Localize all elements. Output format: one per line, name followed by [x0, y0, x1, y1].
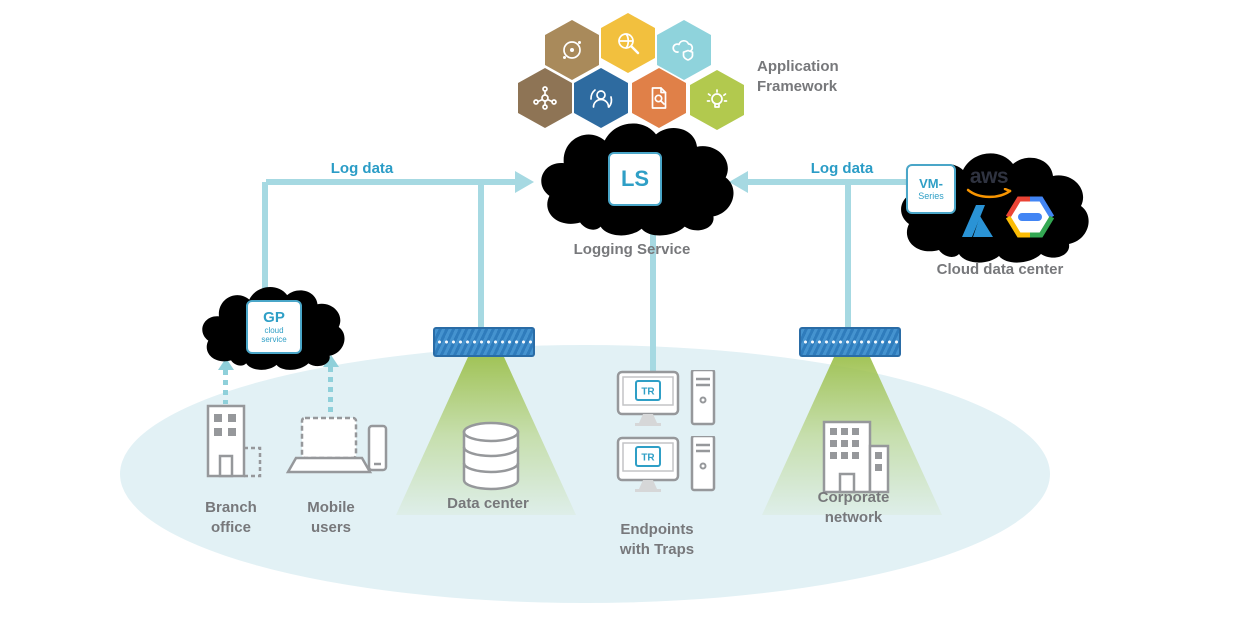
threat-actor-icon	[590, 89, 613, 108]
data-center-label: Data center	[447, 495, 529, 512]
cloud-shield-icon	[672, 39, 694, 61]
hexagon-cloud-security	[657, 20, 711, 80]
endpoint-workstation-2: TR	[616, 436, 716, 492]
google-cloud-logo-icon	[1006, 196, 1054, 238]
corporate-network-label: Corporate network	[817, 489, 890, 526]
gp-badge-sub2: service	[261, 335, 287, 345]
log-data-left-line	[266, 179, 516, 185]
right-firewall-uplink-line	[845, 182, 851, 330]
aws-logo: aws	[963, 166, 1015, 205]
branch-uplink-dashed-line	[223, 370, 228, 404]
azure-logo-icon	[962, 205, 993, 237]
document-search-icon	[651, 87, 667, 109]
hexagon-discovery	[545, 20, 599, 80]
vm-badge-line1: VM-	[919, 175, 943, 191]
logging-service-badge: LS	[608, 152, 662, 206]
left-firewall-appliance	[433, 327, 535, 357]
mobile-users-icon	[286, 416, 388, 474]
hexagon-threat-analysis	[574, 68, 628, 128]
radar-icon	[563, 41, 581, 59]
log-data-left-arrowhead	[515, 171, 534, 193]
branch-office-label: Branch office	[205, 499, 257, 536]
gp-badge-text: GP	[263, 308, 285, 326]
endpoints-label: Endpoints with Traps	[619, 521, 695, 558]
search-globe-icon	[618, 33, 640, 55]
endpoints-uplink-line	[650, 228, 656, 374]
aws-smile-icon	[966, 187, 1012, 199]
traps-badge-2: TR	[641, 453, 655, 464]
logging-service-label: Logging Service	[573, 241, 691, 258]
aws-logo-text: aws	[969, 165, 1009, 188]
mobile-users-label: Mobile users	[307, 499, 355, 536]
endpoint-workstation-1: TR	[616, 370, 716, 426]
hexagon-search	[601, 13, 655, 73]
hexagon-log-analysis	[632, 68, 686, 128]
vm-badge-line2: Series	[918, 190, 944, 201]
corporate-network-icon	[822, 420, 890, 494]
globalprotect-badge: GP cloud service	[246, 300, 302, 354]
left-firewall-uplink-line	[478, 182, 484, 330]
branch-office-icon	[206, 404, 262, 478]
log-data-right-label: Log data	[810, 160, 874, 177]
gp-cloud-uplink-line	[262, 182, 268, 290]
cloud-data-center-label: Cloud data center	[936, 261, 1064, 278]
data-center-icon	[462, 421, 520, 491]
application-framework-label: Application Framework	[757, 58, 839, 95]
log-data-left-label: Log data	[330, 160, 394, 177]
hexagon-network	[518, 68, 572, 128]
network-nodes-icon	[533, 86, 557, 110]
traps-badge-1: TR	[641, 387, 655, 398]
gp-badge-sub1: cloud	[264, 326, 284, 336]
mobile-uplink-dashed-line	[328, 367, 333, 415]
vm-series-badge: VM- Series	[906, 164, 956, 214]
log-data-right-arrowhead	[729, 171, 748, 193]
right-firewall-appliance	[799, 327, 901, 357]
log-data-right-line	[748, 179, 906, 185]
alert-icon	[706, 89, 728, 108]
hexagon-alerting	[690, 70, 744, 130]
